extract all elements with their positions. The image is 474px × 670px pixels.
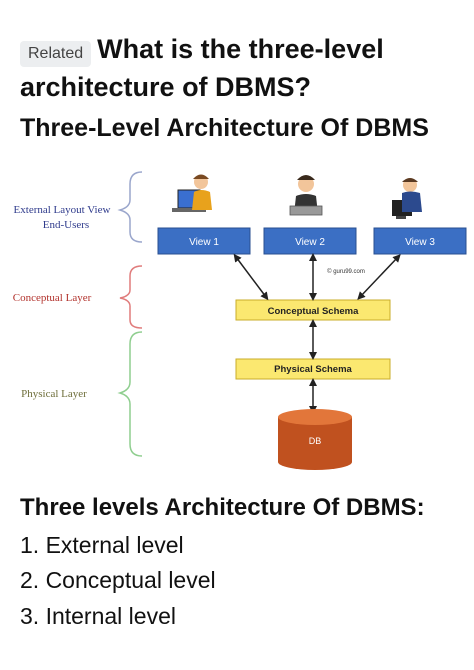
user-2-icon (289, 175, 323, 216)
watermark-text: © guru99.com (327, 268, 365, 275)
level-item-external: 1. External level (20, 532, 184, 558)
view-2-label: View 2 (295, 237, 325, 248)
physical-brace (117, 331, 143, 457)
section-title: Three-Level Architecture Of DBMS (20, 114, 429, 142)
user-1-icon (172, 174, 212, 212)
conceptual-brace (119, 265, 143, 329)
physical-schema-label: Physical Schema (274, 364, 352, 375)
conceptual-schema-label: Conceptual Schema (268, 306, 360, 317)
db-label: DB (309, 436, 322, 446)
physical-layer-label: Physical Layer (21, 388, 87, 400)
dbms-architecture-diagram: External Layout View End-Users Conceptua… (13, 171, 467, 470)
db-cylinder-icon (278, 409, 352, 470)
end-users-label: End-Users (43, 219, 89, 231)
related-badge: Related (20, 40, 92, 67)
view-1-label: View 1 (189, 237, 219, 248)
external-layer-label: External Layout View (14, 204, 111, 216)
user-3-icon (392, 178, 422, 219)
level-item-conceptual: 2. Conceptual level (20, 567, 216, 593)
arrow-view1-conceptual (233, 253, 269, 301)
level-item-internal: 3. Internal level (20, 603, 176, 629)
levels-heading: Three levels Architecture Of DBMS: (20, 494, 425, 521)
question-title[interactable]: What is the three-level architecture of … (20, 34, 384, 102)
view-3-label: View 3 (405, 237, 435, 248)
view-3-box (373, 227, 467, 255)
external-brace (117, 171, 143, 243)
arrow-view3-conceptual (357, 254, 401, 300)
view-1-box (157, 227, 251, 255)
conceptual-layer-label: Conceptual Layer (13, 292, 92, 304)
